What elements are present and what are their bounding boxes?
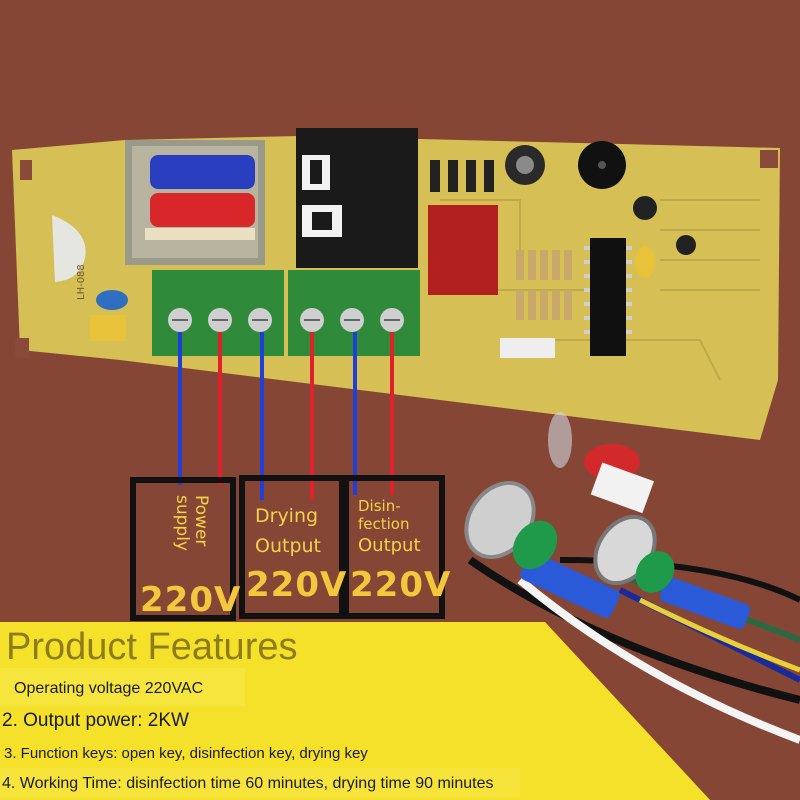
frame-disinfection-output [343,475,445,619]
feature-row-4-bg [0,768,520,798]
ic-pins [584,246,632,334]
indicator-lights [464,412,800,744]
disinfection-label-line2: fection [358,515,410,533]
coil-red [150,193,255,227]
resistors [516,250,572,320]
power-relay [296,128,418,268]
feature-item-3: 3. Function keys: open key, disinfection… [4,745,368,762]
features-title: Product Features [6,626,298,668]
small-relay [428,205,498,295]
frame-power-supply [130,477,236,621]
drying-output-label-line2: Output [255,535,321,557]
voltage-power-supply: 220V [140,580,242,620]
yellow-component [635,246,655,278]
board-bracket [52,215,86,282]
blue-connector [520,552,620,618]
board-model-text: LH-088 [76,264,87,300]
red-indicator-body [590,462,655,514]
transformer-base [145,228,255,240]
fuse-capacitor [90,315,126,341]
wires [178,332,394,500]
transformer [125,140,265,265]
feature-item-4: 4. Working Time: disinfection time 60 mi… [2,775,494,792]
transistor [676,235,696,255]
feature-item-1: Operating voltage 220VAC [14,680,204,697]
connector-header [500,338,555,358]
light-reflection [548,412,572,468]
mount-hole-left-top [20,160,32,180]
ic-chip [590,238,626,356]
label-frames [130,475,445,621]
feature-row-1-bg [0,668,245,706]
disinfection-label-line1: Disin- [358,497,401,515]
small-capacitor [633,196,657,220]
mount-hole-right [760,150,778,168]
blue-capacitor [96,290,128,310]
feature-banner [0,622,710,800]
voltage-drying-output: 220V [246,565,348,605]
blue-connector-2 [659,577,751,629]
coil-blue [150,155,255,189]
drying-output-label-line1: Drying [255,505,319,527]
mount-hole-left-bottom [15,338,29,358]
diodes [430,160,494,192]
green-indicator-lens [512,520,558,570]
red-indicator-lens [584,444,640,480]
terminal-screws [168,308,404,332]
feature-item-2: 2. Output power: 2KW [2,710,189,731]
disinfection-label-line3: Output [358,535,421,556]
frame-drying-output [239,475,345,619]
relay-body [296,128,418,268]
voltage-disinfection-output: 220V [350,565,452,605]
